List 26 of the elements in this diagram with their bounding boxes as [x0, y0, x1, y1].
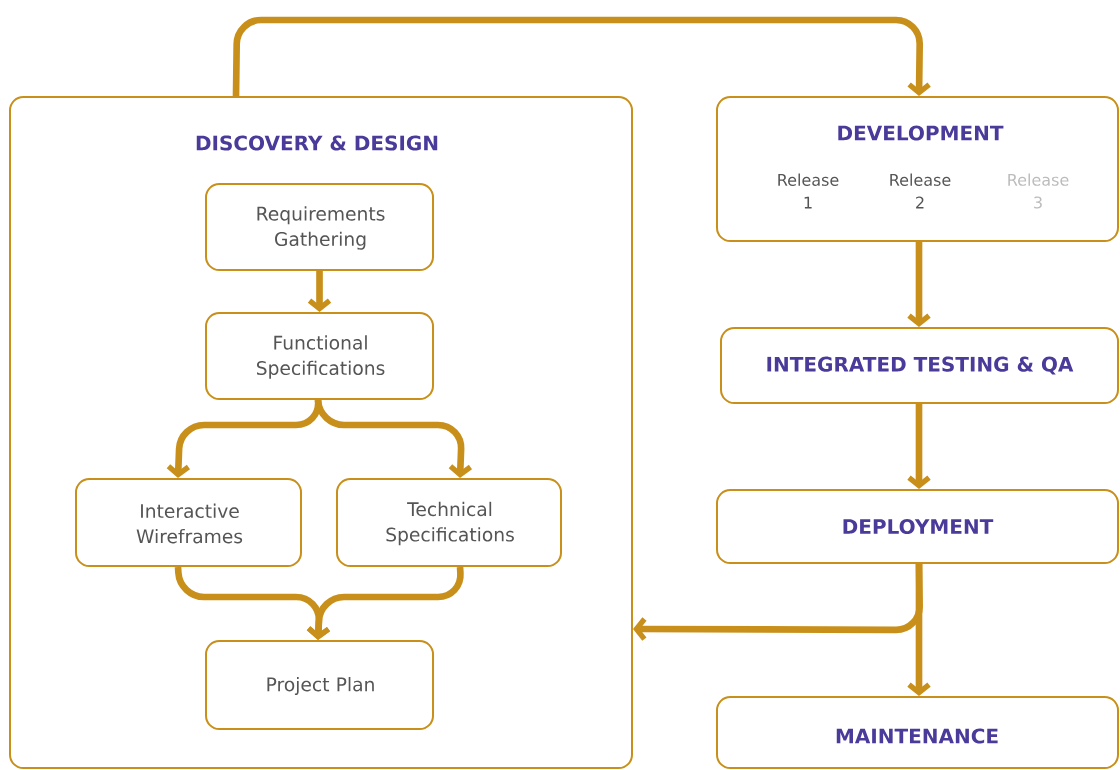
step-box [205, 183, 434, 271]
phase-box [716, 696, 1119, 769]
box-heading: MAINTENANCE [836, 728, 998, 744]
release-label: Release 3 [1008, 173, 1069, 209]
step-box [336, 478, 562, 567]
arrow [907, 242, 931, 327]
box-label: Technical Specifications [386, 501, 514, 546]
box-heading: DEVELOPMENT [838, 125, 1004, 141]
box-label: Functional Specifications [256, 335, 385, 379]
box-label: Interactive Wireframes [136, 503, 243, 544]
arrow [232, 16, 931, 97]
phase-box [720, 327, 1119, 404]
phase-box [716, 96, 1119, 242]
phase-box [716, 489, 1119, 564]
box-heading: DEPLOYMENT [843, 518, 994, 535]
box-heading: INTEGRATED TESTING & QA [767, 356, 1074, 375]
arrow [907, 404, 931, 489]
step-box [75, 478, 302, 567]
box-label: Project Plan [267, 676, 374, 696]
arrow [314, 397, 472, 478]
step-box [205, 640, 434, 730]
release-label: Release 2 [890, 173, 951, 209]
step-box [205, 312, 434, 400]
release-label: Release 1 [778, 173, 839, 209]
box-label: Requirements Gathering [257, 206, 385, 250]
box-heading: DISCOVERY & DESIGN [196, 135, 438, 151]
